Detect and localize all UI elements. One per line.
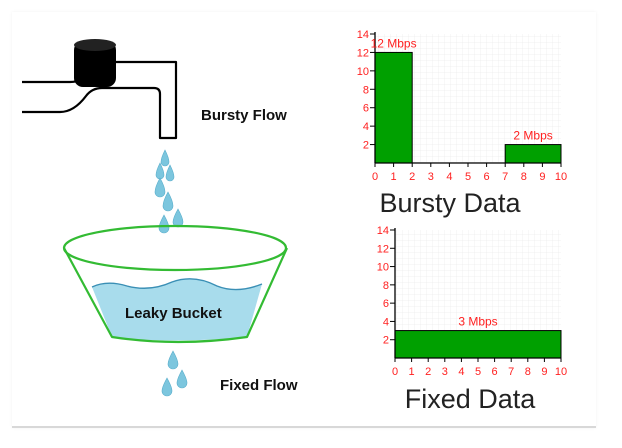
x-tick-label: 7 <box>502 171 508 183</box>
bursty-flow-label: Bursty Flow <box>201 107 287 124</box>
bucket-rim <box>62 224 288 272</box>
bucket-body <box>63 247 289 344</box>
x-tick-label: 9 <box>541 366 547 378</box>
fixed-data-title: Fixed Data <box>405 384 537 414</box>
y-tick-label: 14 <box>377 225 389 237</box>
x-tick-label: 2 <box>409 171 415 183</box>
x-tick-label: 10 <box>555 171 567 183</box>
x-tick-label: 8 <box>525 366 531 378</box>
y-tick-label: 8 <box>363 84 369 96</box>
y-tick-label: 2 <box>383 335 389 347</box>
y-tick-label: 12 <box>357 47 369 59</box>
water-drop-icon <box>158 214 170 234</box>
x-tick-label: 6 <box>484 171 490 183</box>
x-tick-label: 5 <box>475 366 481 378</box>
bar-value-label: 2 Mbps <box>513 129 552 143</box>
y-tick-label: 6 <box>363 103 369 115</box>
x-tick-label: 4 <box>446 171 452 183</box>
water-drop-icon <box>172 208 184 228</box>
water-drop-icon <box>161 377 173 397</box>
x-tick-label: 9 <box>539 171 545 183</box>
y-tick-label: 10 <box>357 66 369 78</box>
bursty-data-title: Bursty Data <box>379 188 521 218</box>
faucet-knob-top <box>74 39 116 51</box>
faucet <box>22 39 178 140</box>
bucket-wave <box>91 278 263 291</box>
x-tick-label: 5 <box>465 171 471 183</box>
water-drop-icon <box>176 369 188 389</box>
y-tick-label: 4 <box>383 316 389 328</box>
water-drop-icon <box>165 164 175 182</box>
x-tick-label: 7 <box>508 366 514 378</box>
y-tick-label: 8 <box>383 280 389 292</box>
water-drop-icon <box>160 149 170 167</box>
water-drop-icon <box>154 177 166 198</box>
x-tick-label: 0 <box>372 171 378 183</box>
faucet-knob <box>74 41 116 87</box>
x-tick-label: 10 <box>555 366 567 378</box>
y-tick-label: 10 <box>377 262 389 274</box>
x-tick-label: 4 <box>458 366 464 378</box>
leaky-bucket-diagram: Bursty Flow Leaky Bucket Fixed Flow 2 4 6 8… <box>22 29 567 414</box>
y-tick-label: 12 <box>377 243 389 255</box>
bursty-drops <box>154 149 184 234</box>
chart-bar <box>504 144 562 164</box>
bar-value-label: 12 Mbps <box>371 36 417 50</box>
bar-value-label: 3 Mbps <box>458 315 497 329</box>
y-tick-label: 4 <box>363 121 369 133</box>
x-tick-label: 0 <box>392 366 398 378</box>
x-tick-label: 1 <box>391 171 397 183</box>
water-drop-icon <box>167 350 179 370</box>
water-drop-icon <box>162 191 174 212</box>
leaky-bucket-label: Leaky Bucket <box>125 305 222 322</box>
x-tick-label: 2 <box>425 366 431 378</box>
x-tick-label: 1 <box>409 366 415 378</box>
y-tick-label: 14 <box>357 29 369 41</box>
fixed-flow-label: Fixed Flow <box>220 377 298 394</box>
fixed-drops <box>161 350 188 397</box>
x-tick-label: 8 <box>521 171 527 183</box>
x-tick-label: 3 <box>442 366 448 378</box>
y-tick-label: 6 <box>383 298 389 310</box>
y-tick-label: 2 <box>363 140 369 152</box>
x-tick-label: 6 <box>492 366 498 378</box>
chart-bar <box>394 330 562 359</box>
figure-frame: Bursty Flow Leaky Bucket Fixed Flow 2 4 6 8… <box>12 12 596 428</box>
leaky-bucket <box>62 224 289 344</box>
chart-bar <box>374 51 413 164</box>
bucket-water <box>92 278 262 341</box>
x-tick-label: 3 <box>428 171 434 183</box>
